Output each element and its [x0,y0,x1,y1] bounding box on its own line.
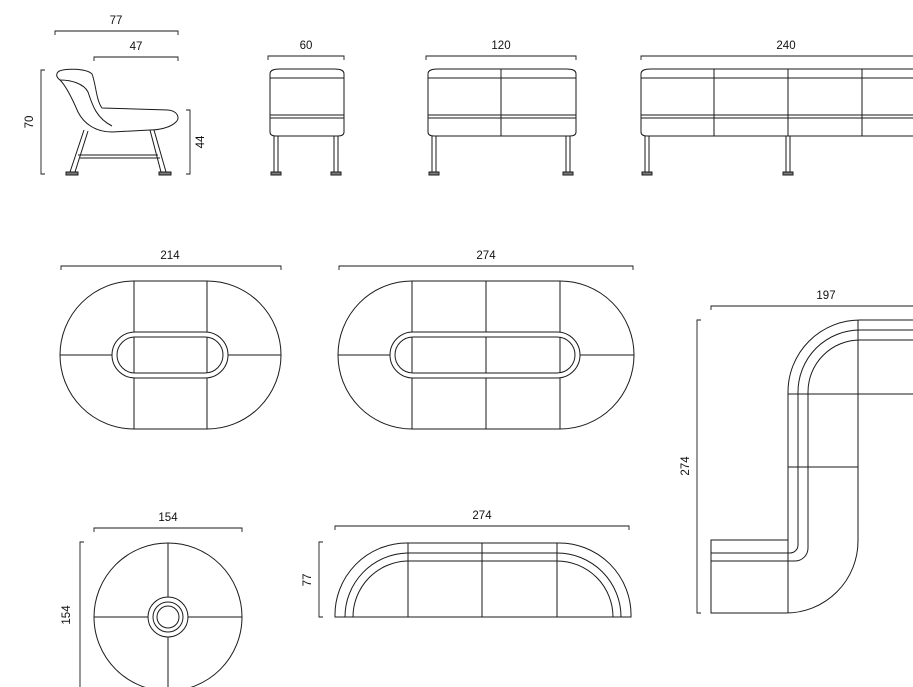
dim-label-120: 120 [491,40,510,52]
module-120-foot-right [562,171,574,176]
module-60-legs [273,136,339,172]
arc-outline [334,542,632,618]
chair-foot-right [158,171,172,176]
module-120-legs [431,136,571,172]
oval-274-center-inner [394,336,576,374]
corner-bench: 197 274 [680,290,913,614]
dim-label-44: 44 [195,135,207,148]
dim-label-154-width: 154 [158,512,178,524]
chair-foot-left [65,171,79,176]
dim-line-77-arc [318,541,323,618]
round-center-inner [156,605,180,629]
dim-label-240: 240 [776,40,795,52]
bench-module-120: 120 [425,40,577,176]
dim-line-154-height [79,541,84,687]
arc-bench: 274 77 [302,510,632,618]
module-120-body [427,68,577,137]
dim-line-214 [60,265,282,270]
dim-label-47: 47 [130,41,143,53]
module-240-foot-right [782,171,794,176]
module-60-foot-left [270,171,282,176]
module-60-foot-right [330,171,342,176]
oval-274-center-seams [411,337,561,373]
chair-shell [56,68,179,133]
bench-module-240: 240 [640,40,913,176]
corner-rail-inner [711,339,913,562]
corner-outline [710,319,913,614]
dim-line-154-width [93,527,243,532]
dim-line-47 [93,56,179,61]
module-60-body [269,68,345,137]
module-240-seams [641,69,913,136]
dim-label-274-oval: 274 [476,250,496,262]
dim-line-274-oval [338,265,634,270]
oval-214-center-inner [116,336,224,374]
arc-rail-outer [344,552,622,618]
dim-line-240 [640,55,913,60]
module-240-foot-left [641,171,653,176]
corner-rail-outer [711,329,913,554]
round-bench: 154 154 [61,512,243,687]
dim-label-197: 197 [816,290,835,302]
dim-line-77 [54,30,179,35]
corner-seams [787,320,859,613]
arc-seams [407,543,558,617]
module-240-body [640,68,913,137]
module-120-seams [428,69,576,136]
dim-label-77: 77 [110,15,123,27]
arc-rail-inner [352,560,614,618]
module-120-foot-left [428,171,440,176]
dim-label-60: 60 [300,40,313,52]
dim-label-214: 214 [160,250,180,262]
dim-line-274-corner [696,319,701,614]
dim-label-274-corner: 274 [680,456,692,476]
chair-side-view: 77 47 70 44 [24,15,207,176]
bench-module-60: 60 [267,40,345,176]
dim-line-197 [710,305,913,310]
dim-label-274-arc: 274 [472,510,492,522]
oval-bench-214: 214 [59,250,282,430]
dim-label-70: 70 [24,116,36,129]
oval-bench-274: 274 [337,250,635,430]
module-60-seams [270,77,344,119]
chair-shell-inner-line [59,79,113,127]
dim-line-44 [186,109,191,175]
dim-label-77-arc: 77 [302,574,314,587]
dim-label-154-height: 154 [61,605,73,625]
dim-line-120 [425,55,577,60]
module-240-legs [644,136,791,172]
dim-line-60 [267,55,345,60]
dim-line-70 [40,69,45,175]
chair-legs [69,129,167,173]
oval-214-center-seams [133,337,208,373]
dim-line-274-arc [334,525,630,530]
